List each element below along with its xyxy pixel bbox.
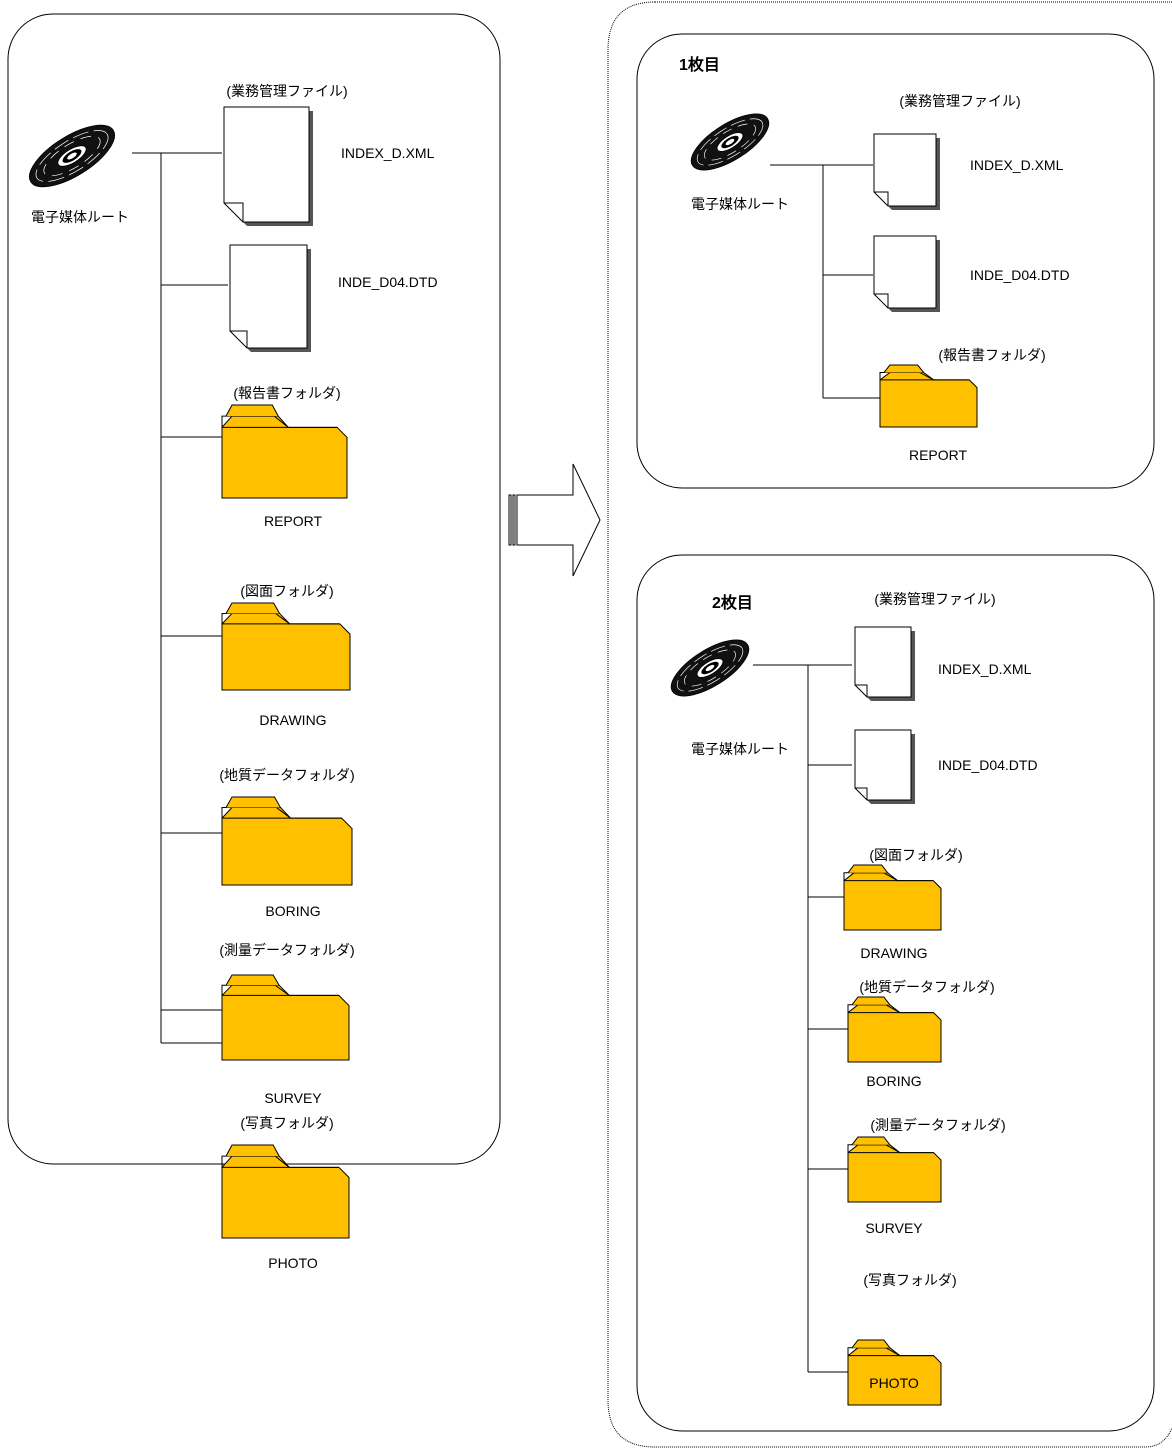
root-label: 電子媒体ルート xyxy=(31,209,129,225)
folder-icon xyxy=(843,864,942,931)
original-media-tree xyxy=(29,106,353,1239)
folder-caption: (測量データフォルダ) xyxy=(870,1117,1005,1133)
folder-name: PHOTO xyxy=(268,1255,318,1271)
file-name: INDE_D04.DTD xyxy=(970,267,1070,283)
file-name: INDEX_D.XML xyxy=(970,157,1064,173)
disc2-tree xyxy=(670,626,942,1406)
file-name: INDEX_D.XML xyxy=(938,661,1032,677)
disc1-tree xyxy=(690,113,978,428)
disc2-title: 2枚目 xyxy=(712,593,753,612)
folder-caption: (地質データフォルダ) xyxy=(219,767,354,783)
folder-name: REPORT xyxy=(909,447,968,463)
folder-name: REPORT xyxy=(264,513,323,529)
folder-name: SURVEY xyxy=(264,1090,322,1106)
root-label: 電子媒体ルート xyxy=(691,741,789,757)
document-icon xyxy=(854,729,915,804)
folder-name: DRAWING xyxy=(259,712,326,728)
file-caption: (業務管理ファイル) xyxy=(226,83,347,99)
folder-name: PHOTO xyxy=(869,1375,919,1391)
file-caption: (業務管理ファイル) xyxy=(874,591,995,607)
folder-icon xyxy=(847,1339,942,1406)
arrow-right-icon xyxy=(508,463,601,577)
folder-name: BORING xyxy=(866,1073,921,1089)
folder-icon xyxy=(221,796,353,886)
document-icon xyxy=(873,235,940,312)
file-caption: (業務管理ファイル) xyxy=(899,93,1020,109)
folder-caption: (報告書フォルダ) xyxy=(938,347,1045,363)
folder-icon xyxy=(221,404,348,499)
disc2-panel xyxy=(636,554,1155,1432)
cd-disc-icon xyxy=(29,124,115,188)
folder-name: DRAWING xyxy=(860,945,927,961)
split-media-outer-panel xyxy=(607,1,1172,1448)
folder-icon xyxy=(847,1136,942,1203)
folder-icon xyxy=(221,974,350,1061)
document-icon xyxy=(229,244,311,352)
folder-caption: (写真フォルダ) xyxy=(863,1272,956,1288)
folder-icon xyxy=(221,1144,350,1239)
document-icon xyxy=(854,626,915,701)
folder-icon xyxy=(879,364,978,428)
folder-name: SURVEY xyxy=(865,1220,923,1236)
document-icon xyxy=(223,106,313,226)
cd-disc-icon xyxy=(670,639,750,697)
cd-disc-icon xyxy=(690,113,770,171)
document-icon xyxy=(873,133,940,210)
folder-caption: (地質データフォルダ) xyxy=(859,979,994,995)
folder-caption: (図面フォルダ) xyxy=(240,583,333,599)
folder-caption: (図面フォルダ) xyxy=(869,847,962,863)
folder-icon xyxy=(221,602,351,691)
file-name: INDE_D04.DTD xyxy=(938,757,1038,773)
folder-caption: (報告書フォルダ) xyxy=(233,385,340,401)
folder-name: BORING xyxy=(265,903,320,919)
folder-caption: (測量データフォルダ) xyxy=(219,942,354,958)
file-name: INDEX_D.XML xyxy=(341,145,435,161)
folder-icon xyxy=(847,996,942,1063)
file-name: INDE_D04.DTD xyxy=(338,274,438,290)
root-label: 電子媒体ルート xyxy=(691,196,789,212)
disc1-title: 1枚目 xyxy=(679,55,720,74)
folder-caption: (写真フォルダ) xyxy=(240,1115,333,1131)
